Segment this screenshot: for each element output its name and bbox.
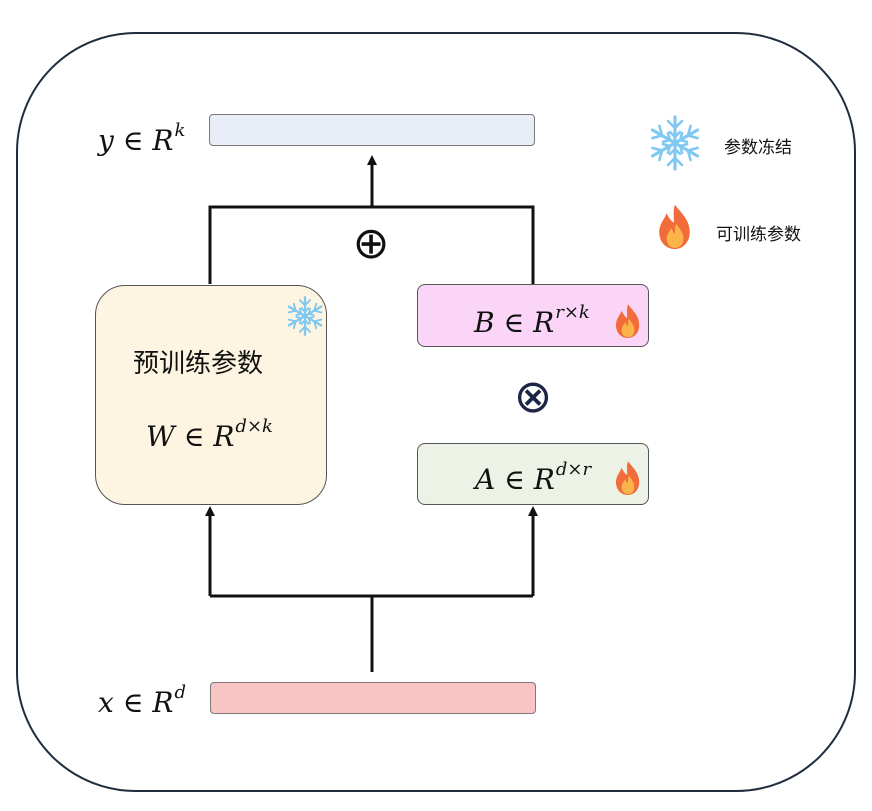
matrix-b-exp: r×k bbox=[555, 302, 590, 323]
matrix-a-box bbox=[417, 443, 649, 505]
matrix-a-exp: d×r bbox=[555, 459, 592, 480]
matrix-a-flame-icon bbox=[616, 461, 640, 495]
matrix-b-flame-icon bbox=[616, 304, 640, 338]
pretrained-weights-box bbox=[95, 285, 327, 505]
matrix-b-var: B bbox=[474, 306, 495, 339]
input-in-symbol: ∈ bbox=[122, 686, 144, 719]
matrix-b-box bbox=[417, 284, 649, 347]
pretrained-exp: d×k bbox=[235, 416, 273, 437]
add-operator: ⊕ bbox=[352, 218, 390, 269]
matrix-a-var: A bbox=[475, 463, 496, 496]
input-var: x bbox=[98, 686, 114, 719]
matrix-b-set: R bbox=[533, 306, 555, 339]
pretrained-label: W ∈ Rd×k bbox=[146, 418, 273, 451]
pretrained-snowflake-icon bbox=[289, 297, 321, 334]
pretrained-in-symbol: ∈ bbox=[183, 420, 205, 453]
matrix-b-in-symbol: ∈ bbox=[503, 306, 525, 339]
legend-trainable-label: 可训练参数 bbox=[716, 225, 801, 245]
output-var: y bbox=[98, 124, 114, 157]
pretrained-title: 预训练参数 bbox=[133, 349, 264, 379]
input-label: x ∈ Rd bbox=[98, 684, 186, 717]
diagram-frame bbox=[16, 32, 856, 792]
matrix-a-label: A ∈ Rd×r bbox=[475, 461, 591, 494]
output-label: y ∈ Rk bbox=[98, 122, 185, 155]
legend-frozen-label: 参数冻结 bbox=[724, 138, 792, 158]
output-in-symbol: ∈ bbox=[122, 124, 144, 157]
output-vector-bar bbox=[209, 114, 535, 146]
connector-left-top bbox=[208, 205, 535, 284]
legend-snowflake-icon bbox=[652, 117, 697, 169]
matrix-b-label: B ∈ Rr×k bbox=[474, 304, 590, 337]
matrix-a-set: R bbox=[533, 463, 555, 496]
output-exp: k bbox=[174, 120, 186, 141]
multiply-operator: ⊗ bbox=[513, 369, 553, 423]
input-vector-bar bbox=[210, 682, 536, 714]
input-exp: d bbox=[174, 682, 186, 703]
pretrained-set: R bbox=[213, 420, 235, 453]
output-set: R bbox=[152, 124, 174, 157]
input-set: R bbox=[152, 686, 174, 719]
matrix-a-in-symbol: ∈ bbox=[504, 463, 525, 496]
legend-flame-icon bbox=[659, 204, 690, 249]
pretrained-var: W bbox=[146, 420, 175, 453]
